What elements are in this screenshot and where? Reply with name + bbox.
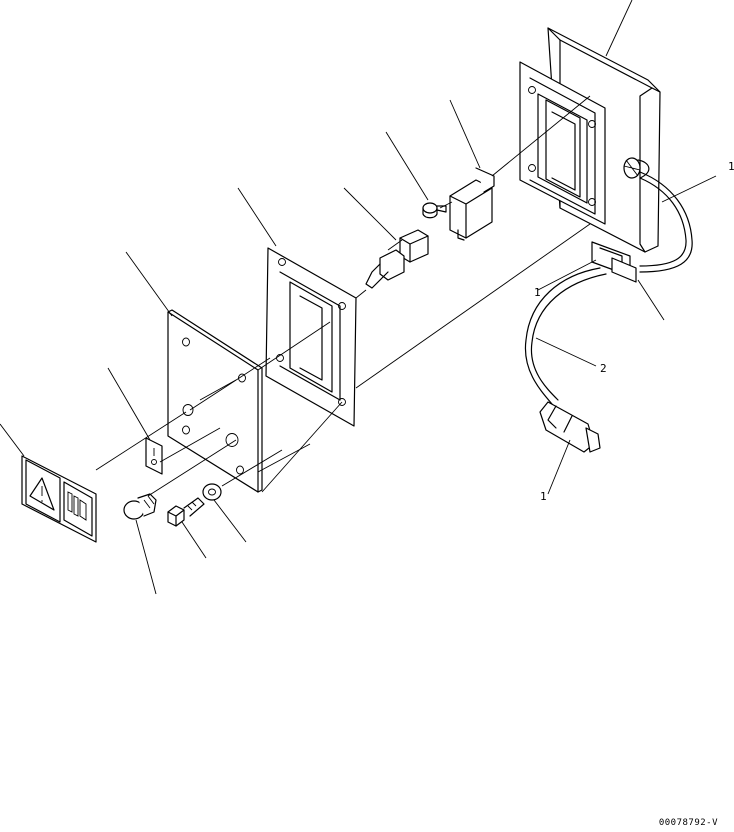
callout-connector-mid: 1 [534,286,541,299]
warning-decal [21,455,97,543]
toggle-switch [365,229,429,289]
relay [449,167,495,241]
callout-harness-top: 1 [728,160,734,173]
push-button [123,493,157,520]
drawing-code: 00078792-V [658,818,718,828]
wire-harness [524,171,693,453]
cover-plate [167,309,263,493]
switch-label-plate [145,437,163,475]
callout-cable: 2 [600,362,607,375]
screw-small [422,202,447,219]
washer [202,483,222,501]
gasket [265,247,357,427]
housing-box [519,27,661,253]
callout-labels: 1 1 2 1 [534,160,734,503]
bolt [167,497,205,527]
assembly-lines [95,95,591,497]
leader-lines [0,0,717,595]
callout-plug: 1 [540,490,547,503]
